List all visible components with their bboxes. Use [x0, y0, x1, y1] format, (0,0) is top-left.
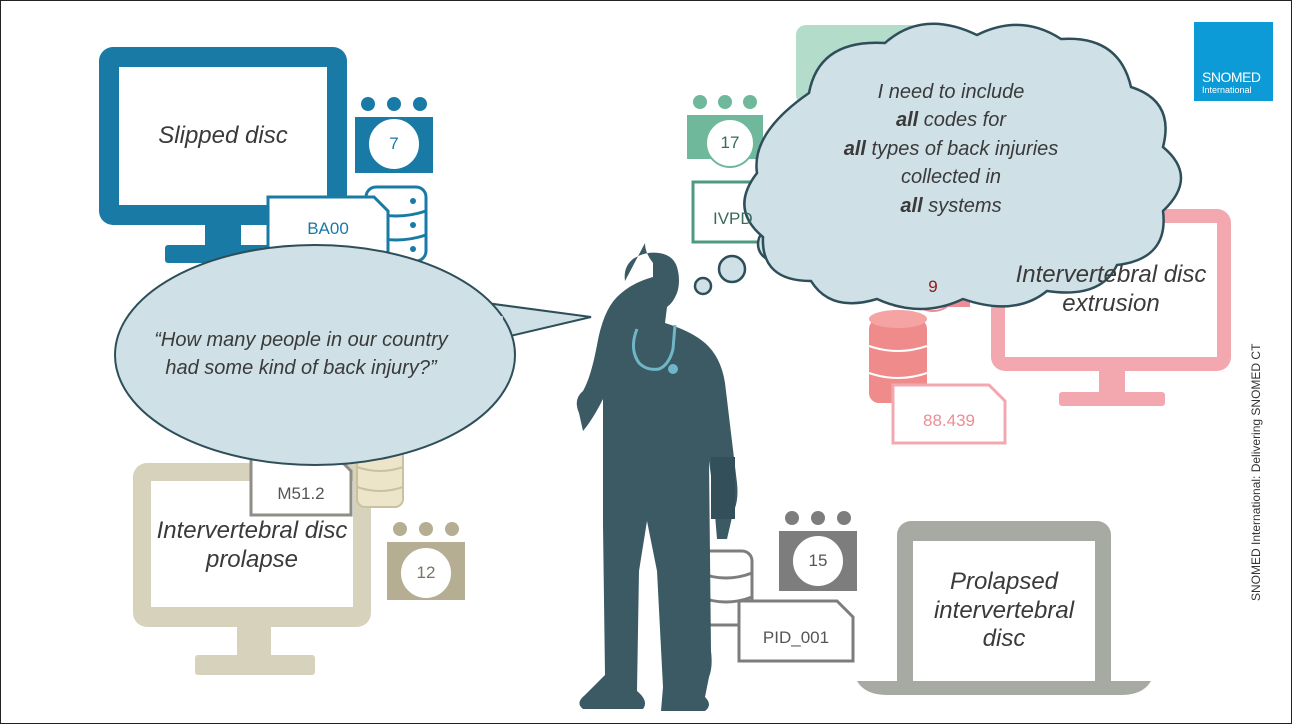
extrusion-code-tag [891, 383, 1007, 445]
prolapse-count-badge [399, 546, 453, 600]
footer-text: SNOMED International: Delivering SNOMED … [1249, 343, 1263, 601]
thought-cloud [693, 22, 1183, 311]
slipped-count-badge [367, 117, 421, 171]
speech-text: “How many people in our country had some… [154, 329, 448, 379]
doctor-silhouette-icon [576, 243, 738, 711]
prolapsed-code: PID_001 [762, 628, 830, 647]
thought-line-3: all types of back injuries [843, 137, 1059, 160]
ivpd-count: 17 [720, 133, 740, 152]
extrusion-database-icon [868, 310, 928, 403]
extrusion-code: 88.439 [923, 411, 975, 430]
extrusion-screen-label: Intervertebral disc extrusion [1015, 261, 1207, 317]
thought-text: I need to include all codes for all type… [801, 69, 1101, 229]
extrusion-count: 9 [928, 277, 938, 296]
slipped-count: 7 [389, 134, 399, 153]
slipped-system [99, 47, 433, 263]
stethoscope-icon [632, 324, 677, 371]
slipped-code-tag [266, 195, 390, 255]
slipped-code: BA00 [307, 219, 349, 238]
thought-line-4: collected in [900, 166, 1002, 189]
speech-bubble [114, 244, 592, 466]
prolapsed-code-tag [737, 599, 855, 663]
prolapsed-count-badge [791, 534, 845, 588]
prolapse-count: 12 [416, 563, 436, 582]
prolapsed-system [698, 511, 1151, 695]
prolapse-screen-label: Intervertebral disc prolapse [156, 517, 348, 573]
ivpd-count-badge [705, 118, 755, 168]
thought-line-1: I need to include [877, 81, 1025, 104]
thought-line-5: all systems [900, 194, 1002, 217]
prolapsed-laptop-icon [897, 521, 1111, 685]
snomed-logo: SNOMED International [1194, 22, 1273, 101]
prolapsed-screen-label: Prolapsed intervertebral disc [933, 567, 1075, 653]
ivpd-code: IVPD [713, 209, 753, 228]
slipped-screen-label: Slipped disc [158, 121, 288, 149]
thought-line-2: all codes for [895, 109, 1007, 132]
logo-subtitle: International [1202, 85, 1252, 95]
prolapsed-count: 15 [808, 551, 828, 570]
prolapse-code: M51.2 [277, 484, 325, 503]
logo-name: SNOMED [1202, 69, 1261, 85]
